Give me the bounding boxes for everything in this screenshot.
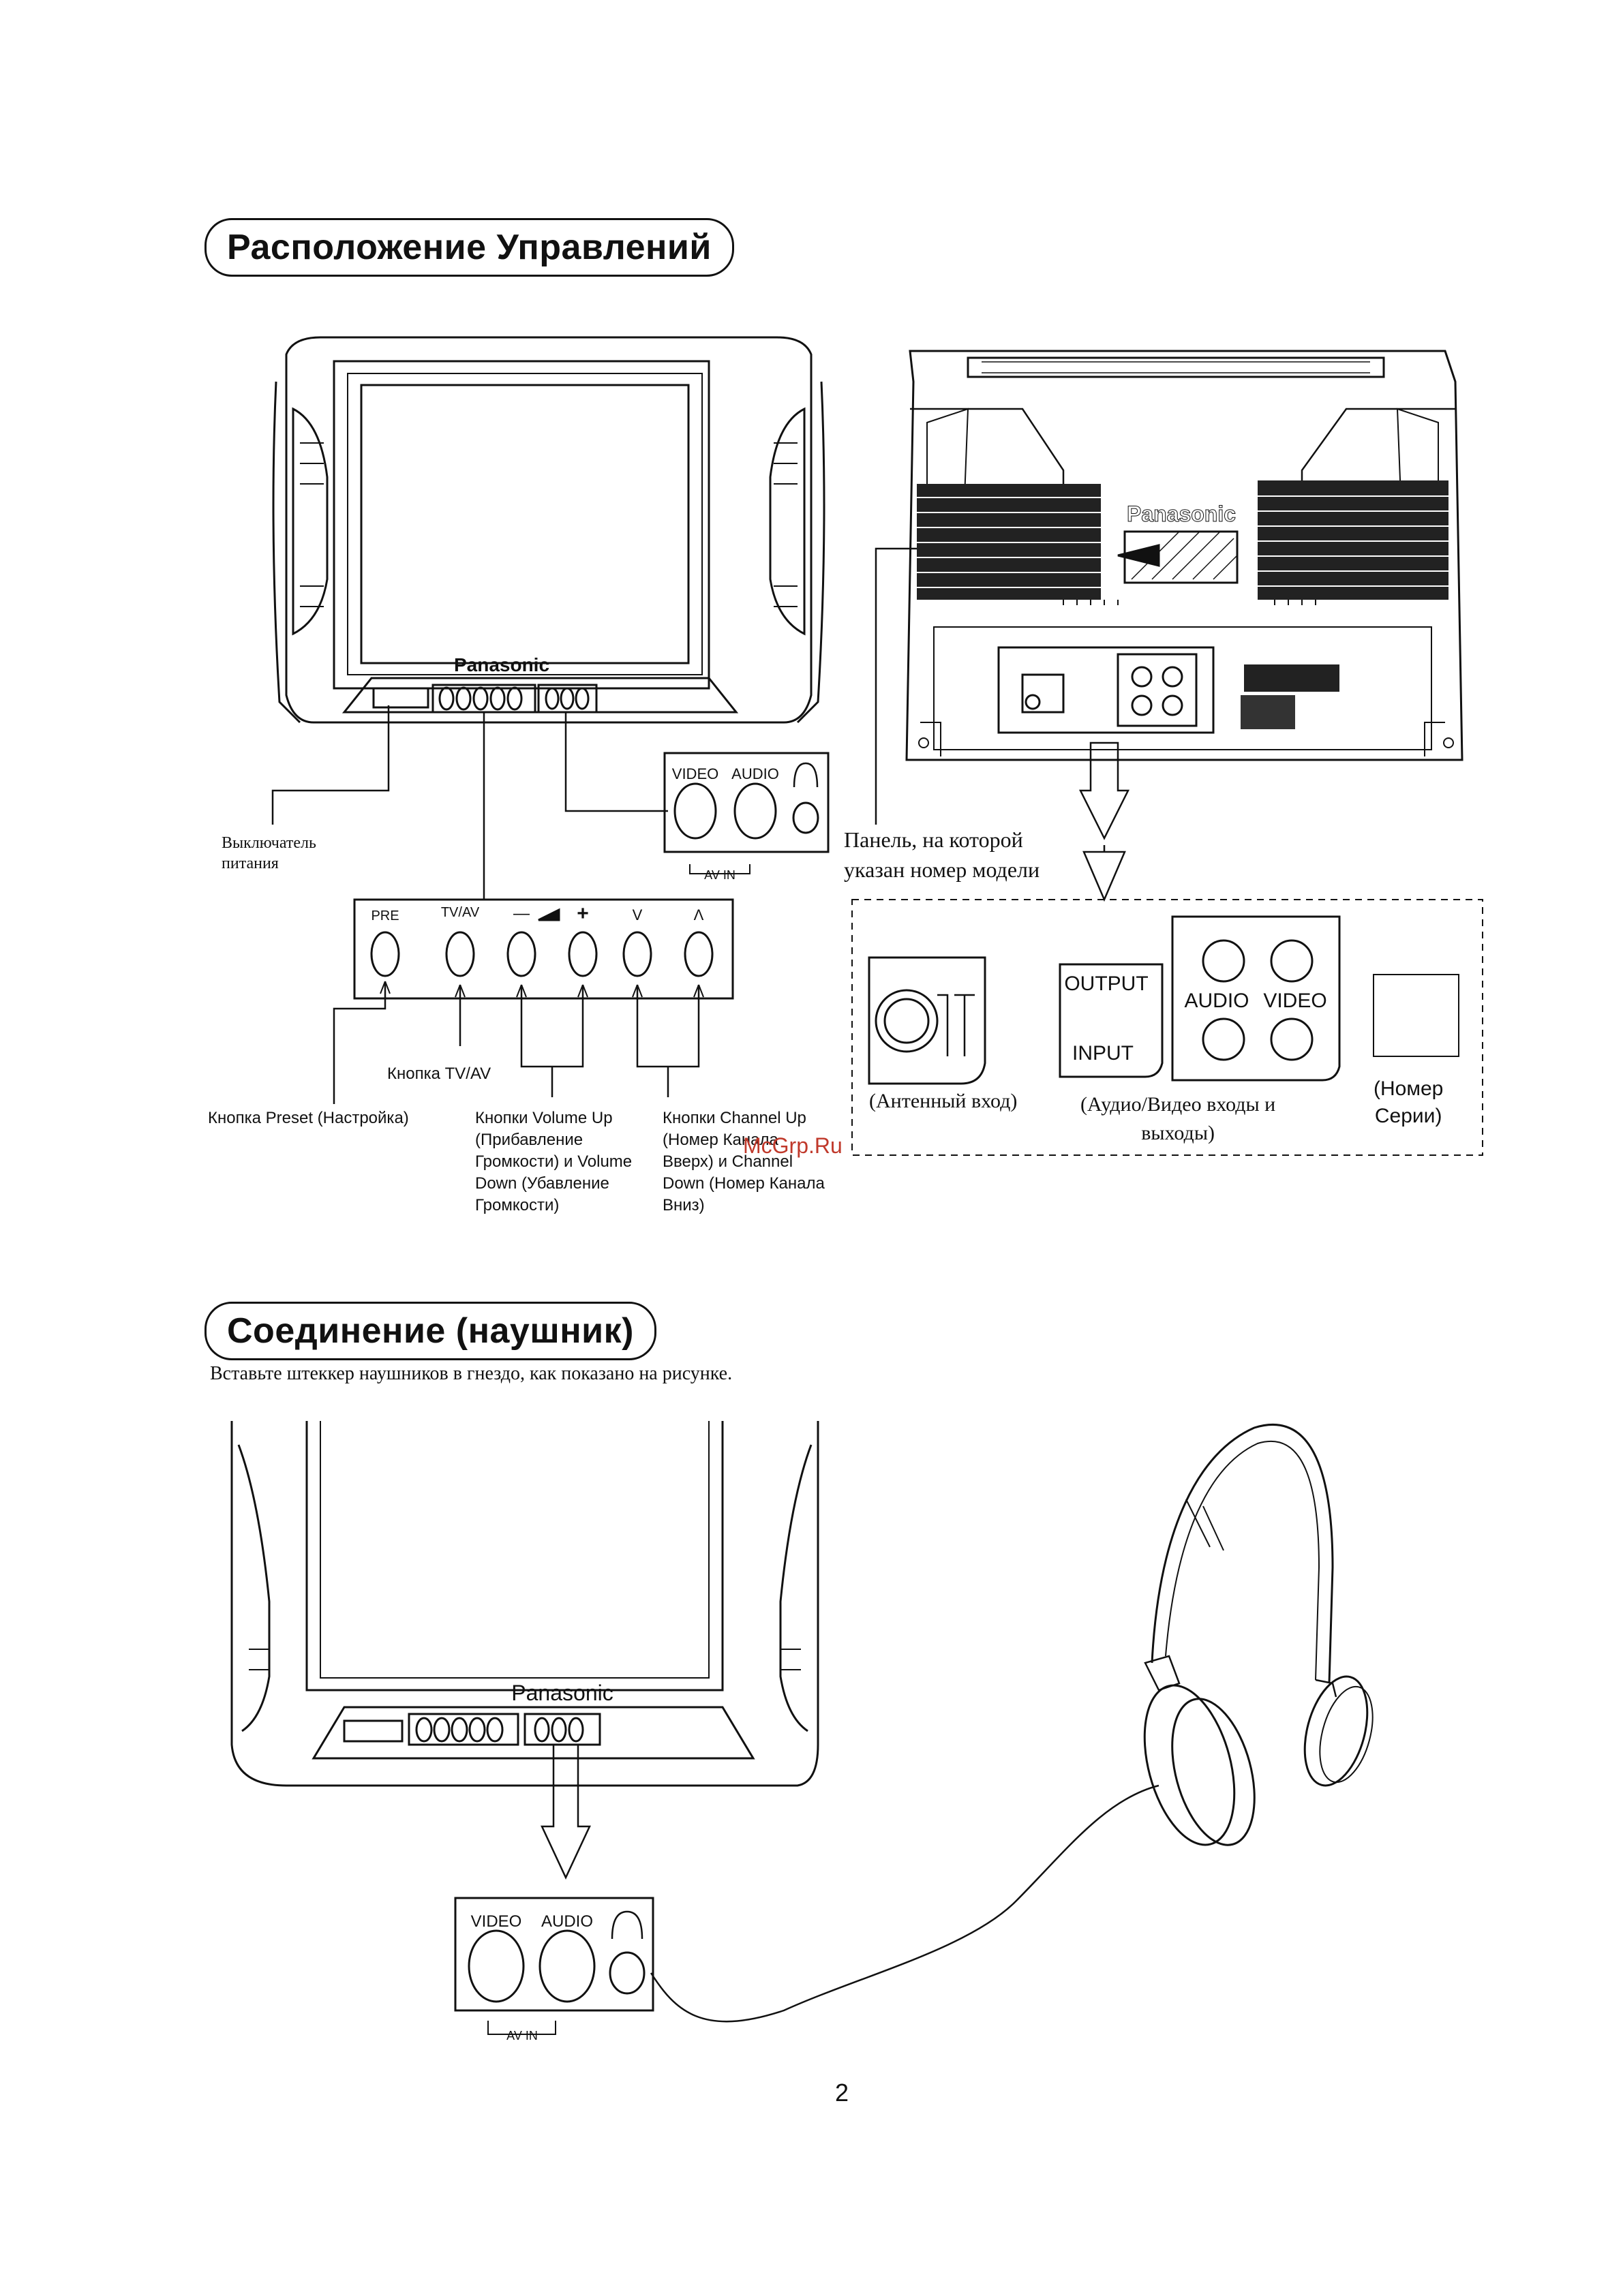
tv-brand-front-lower: Panasonic <box>511 1681 613 1705</box>
btn-minus-label: — <box>513 904 530 923</box>
av-lower-video: VIDEO <box>471 1912 522 1931</box>
av-lower-avin: AV IN <box>506 2029 538 2042</box>
tv-brand-front: Panasonic <box>454 654 549 675</box>
callout-power-switch: Выключатель питания <box>222 834 316 872</box>
av-upper-video: VIDEO <box>672 765 718 782</box>
av-panel-upper <box>663 752 830 874</box>
section-title-headphone: Соединение (наушник) <box>204 1302 656 1360</box>
btn-up-label: Λ <box>694 906 704 923</box>
tv-front <box>272 336 825 724</box>
caption-antenna: (Антенный вход) <box>869 1090 1018 1112</box>
callout-channel-buttons: Кнопки Channel Up (Номер Канала Вверх) и… <box>663 1109 825 1214</box>
page-number: 2 <box>835 2079 849 2107</box>
av-upper-avin: AV IN <box>704 868 735 882</box>
button-panel <box>353 898 734 1000</box>
callout-volume-buttons: Кнопки Volume Up (Прибавление Громкости)… <box>475 1109 633 1214</box>
btn-down-label: V <box>633 906 643 923</box>
btn-pre-label: PRE <box>371 908 399 923</box>
tv-front-lower <box>230 1421 819 1787</box>
rear-input-label: INPUT <box>1072 1042 1134 1065</box>
callout-tvav-button: Кнопка TV/AV <box>387 1065 491 1083</box>
watermark: McGrp.Ru <box>743 1133 843 1158</box>
callout-preset-button: Кнопка Preset (Настройка) <box>208 1109 409 1127</box>
tv-brand-back: Panasonic <box>1127 502 1236 526</box>
callout-model-panel: Панель, на которой указан номер модели <box>844 827 1040 882</box>
headphone-instruction: Вставьте штеккер наушников в гнездо, как… <box>210 1363 733 1384</box>
rear-panel-detail <box>868 915 1459 1085</box>
section-title-controls: Расположение Управлений <box>204 218 734 277</box>
caption-av-io: (Аудио/Видео входы и выходы) <box>1080 1093 1276 1144</box>
rear-audio-label: AUDIO <box>1184 990 1249 1012</box>
caption-serial: (Номер Серии) <box>1374 1077 1444 1127</box>
av-panel-lower <box>454 1897 654 2035</box>
btn-plus-label: + <box>577 902 589 925</box>
av-lower-audio: AUDIO <box>541 1912 593 1931</box>
av-upper-audio: AUDIO <box>731 765 779 782</box>
rear-video-label: VIDEO <box>1263 990 1326 1012</box>
headphones-illustration <box>1143 1424 1374 1846</box>
btn-tvav-label: TV/AV <box>441 905 480 920</box>
rear-output-label: OUTPUT <box>1064 973 1148 995</box>
